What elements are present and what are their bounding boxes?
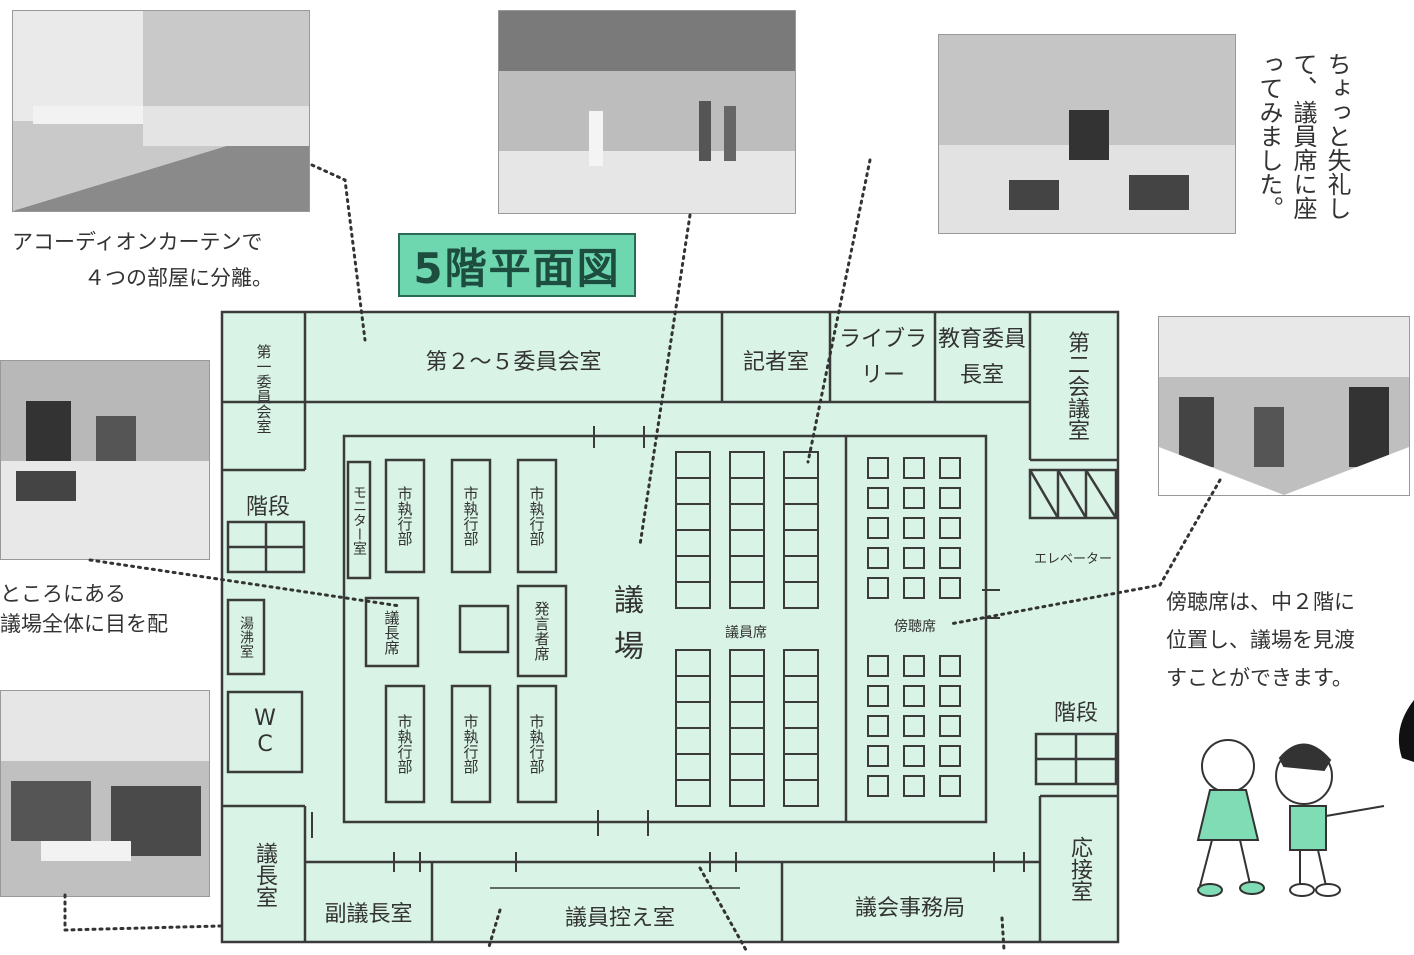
member-seat <box>729 581 765 609</box>
gallery-seat <box>903 655 925 677</box>
gallery-seat <box>903 775 925 797</box>
room-stairs-right: 階段 <box>1053 701 1098 726</box>
gallery-seat <box>867 715 889 737</box>
room-monitor: モニター室 <box>351 485 367 555</box>
room-conference2: 第二会議室 <box>1064 331 1089 441</box>
caption-accordion-line2: ４つの部屋に分離。 <box>84 266 273 290</box>
gallery-seat <box>939 745 961 767</box>
gallery-seat <box>903 577 925 599</box>
room-reception: 応接室 <box>1067 836 1092 902</box>
desk-speaker: 発言者席 <box>532 601 551 661</box>
room-waiting: 議員控え室 <box>564 906 675 931</box>
gallery-seat <box>939 547 961 569</box>
gallery-seat <box>867 547 889 569</box>
gallery-seat <box>939 775 961 797</box>
gallery-seat <box>903 745 925 767</box>
room-chair: 議長室 <box>252 842 277 908</box>
member-seat <box>675 779 711 807</box>
room-committee1: 第一委員会室 <box>254 344 273 434</box>
gallery-seat <box>903 715 925 737</box>
desk-exec-4: 市執行部 <box>395 714 414 774</box>
gallery-seat <box>939 715 961 737</box>
gallery-seat <box>939 517 961 539</box>
room-committee2-5: 第２～５委員会室 <box>425 350 602 375</box>
gallery-seat <box>903 487 925 509</box>
caption-chair-line1: ところにある <box>0 582 126 606</box>
room-education: 教育委員長室 <box>937 327 1026 388</box>
room-vice-chair: 副議長室 <box>324 902 413 927</box>
caption-gallery-line2: 位置し、議場を見渡 <box>1166 628 1355 652</box>
gallery-seat <box>939 685 961 707</box>
member-seat <box>783 779 819 807</box>
gallery-seat <box>903 457 925 479</box>
gallery-label: 傍聴席 <box>894 619 936 635</box>
member-seat <box>729 779 765 807</box>
gallery-seat <box>939 457 961 479</box>
gallery-seat <box>903 547 925 569</box>
gallery-seat <box>867 577 889 599</box>
room-stairs-left: 階段 <box>245 495 290 520</box>
caption-gallery-line3: すことができます。 <box>1166 666 1353 690</box>
desk-exec-6: 市執行部 <box>527 714 546 774</box>
gallery-seat <box>867 487 889 509</box>
photo-committee-room <box>12 10 310 212</box>
photo-gallery <box>1158 316 1410 496</box>
gallery-seat <box>867 745 889 767</box>
gallery-seat <box>939 577 961 599</box>
room-secretariat: 議会事務局 <box>854 896 965 921</box>
photo-reception-sofa <box>0 690 210 897</box>
caption-chair-line2: 議場全体に目を配 <box>0 612 168 636</box>
gallery-seat <box>867 685 889 707</box>
assembly-label: 議場 <box>608 584 643 676</box>
member-seat <box>783 581 819 609</box>
photo-chair-view <box>0 360 210 560</box>
gallery-seat <box>867 655 889 677</box>
desk-exec-5: 市執行部 <box>461 714 480 774</box>
gallery-seat <box>867 457 889 479</box>
room-wc: WC <box>254 706 276 757</box>
children-illustration <box>1196 739 1385 897</box>
caption-seat-vertical: ちょっと失礼して、議員席に座ってみました。 <box>1255 52 1351 220</box>
gallery-seat <box>939 487 961 509</box>
floor-plan-title: 5階平面図 <box>398 233 636 297</box>
photo-members-seat <box>938 34 1236 234</box>
gallery-seat <box>903 685 925 707</box>
members-seats-label: 議員席 <box>725 625 767 641</box>
room-library: ライブラリー <box>838 327 927 388</box>
room-press: 記者室 <box>742 350 809 375</box>
caption-accordion-line1: アコーディオンカーテンで <box>12 230 263 254</box>
gallery-seat <box>903 517 925 539</box>
photo-assembly-hall <box>498 10 796 214</box>
member-seat <box>675 581 711 609</box>
room-kitchen: 湯沸室 <box>238 616 254 658</box>
room-elevator: エレベーター <box>1033 551 1112 567</box>
gallery-seat <box>867 775 889 797</box>
gallery-seat <box>867 517 889 539</box>
caption-gallery-line1: 傍聴席は、中２階に <box>1166 590 1355 614</box>
desk-exec-3: 市執行部 <box>527 486 546 546</box>
desk-chair-seat: 議長席 <box>382 609 401 655</box>
desk-exec-2: 市執行部 <box>461 486 480 546</box>
desk-exec-1: 市執行部 <box>395 486 414 546</box>
gallery-seat <box>939 655 961 677</box>
